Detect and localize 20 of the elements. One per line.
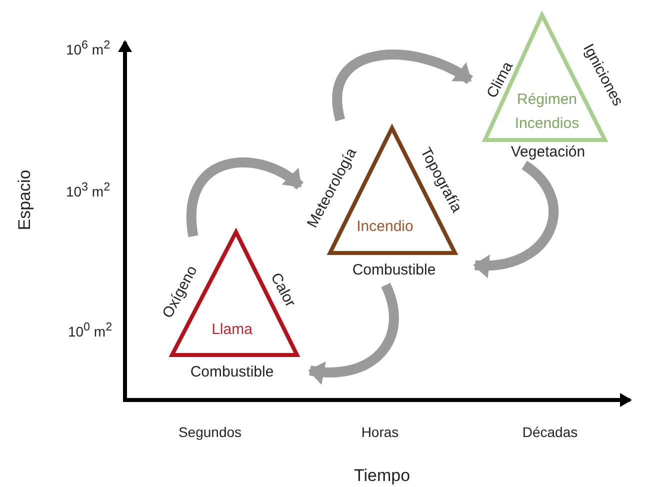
curved-arrow: [308, 283, 399, 384]
axis-title: Espacio: [15, 170, 35, 230]
center-label: Incendio: [356, 217, 414, 237]
center-label: Llama: [210, 320, 254, 340]
tick-label: Segundos: [178, 424, 242, 440]
tick-label: Horas: [361, 424, 399, 440]
tick-label: 10$^{0}$ m$^{2}$: [68, 320, 112, 340]
tick-label: Décadas: [522, 424, 578, 440]
side-label: Calor: [267, 270, 299, 310]
curved-arrow: [332, 50, 473, 121]
axis-title: Tiempo: [354, 466, 410, 486]
curved-arrow: [473, 161, 558, 278]
base-label: Combustible: [352, 262, 436, 278]
side-label: Clima: [484, 59, 516, 101]
tick-label: 10$^{3}$ m$^{2}$: [66, 180, 110, 200]
base-label: Combustible: [190, 364, 274, 380]
curved-arrow: [186, 158, 304, 237]
base-label: Vegetación: [510, 144, 586, 160]
center-label: Régimen Incendios: [514, 90, 580, 134]
tick-label: 10$^{6}$ m$^{2}$: [66, 38, 110, 58]
